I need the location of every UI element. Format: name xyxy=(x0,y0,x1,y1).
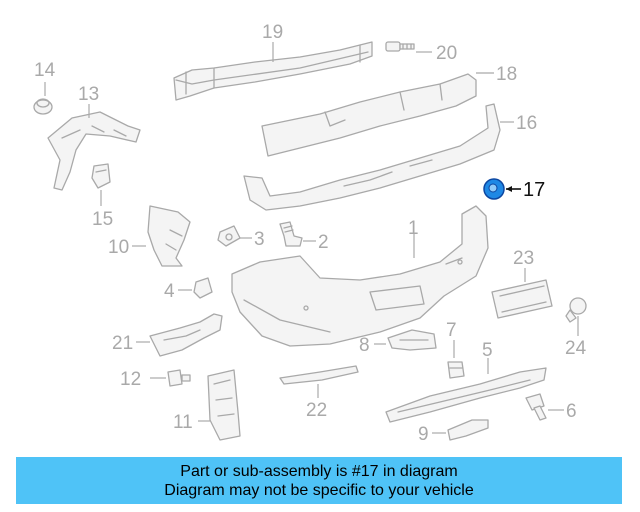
part-20-bolt xyxy=(385,41,415,52)
callout-11: 11 xyxy=(173,412,193,433)
part-10-mudflap xyxy=(147,205,191,267)
part-15-clip xyxy=(91,163,111,189)
part-23-license-bracket xyxy=(491,279,553,319)
part-14-grommet xyxy=(33,98,53,115)
callout-21: 21 xyxy=(112,333,133,354)
callout-18: 18 xyxy=(496,64,517,85)
part-21-support xyxy=(149,313,223,357)
part-3-clip xyxy=(217,225,241,247)
callout-2: 2 xyxy=(318,232,329,253)
callout-12: 12 xyxy=(120,369,141,390)
callout-24: 24 xyxy=(565,338,587,359)
callout-13: 13 xyxy=(78,84,99,105)
callout-4: 4 xyxy=(164,281,175,302)
callout-23: 23 xyxy=(513,248,534,269)
parts-diagram: 19 20 18 14 13 15 16 xyxy=(33,22,587,445)
part-1-bumper-cover xyxy=(231,205,489,347)
part-11-vertical-bracket xyxy=(207,369,241,441)
callout-7: 7 xyxy=(446,320,457,341)
notice-line-2: Diagram may not be specific to your vehi… xyxy=(164,482,474,499)
callout-17: 17 xyxy=(523,179,545,201)
part-6-screw xyxy=(525,393,547,421)
callout-5: 5 xyxy=(482,340,493,361)
part-18-absorber xyxy=(261,73,477,157)
part-9-trim xyxy=(447,419,489,441)
callout-14: 14 xyxy=(34,60,56,81)
callout-20: 20 xyxy=(436,43,457,64)
callout-22: 22 xyxy=(306,400,327,421)
part-8-bracket xyxy=(387,329,437,351)
callout-6: 6 xyxy=(566,401,577,422)
part-13-bracket xyxy=(47,111,141,191)
part-19-reinforcement xyxy=(173,41,373,101)
part-7-clip xyxy=(447,361,465,379)
part-4-clip xyxy=(193,277,213,299)
part-16-guide xyxy=(243,103,501,211)
callout-9: 9 xyxy=(418,424,429,445)
callout-19: 19 xyxy=(262,22,283,43)
callout-16: 16 xyxy=(516,113,537,134)
part-24-sensor xyxy=(565,297,587,323)
part-12-bolt xyxy=(167,369,191,387)
part-22-reflector xyxy=(279,365,359,385)
notice-line-1: Part or sub-assembly is #17 in diagram xyxy=(180,463,458,480)
part-17-nut-highlighted xyxy=(483,178,505,200)
part-5-lower-trim xyxy=(385,367,547,423)
part-2-screw xyxy=(279,221,303,247)
callout-1: 1 xyxy=(408,218,419,239)
callout-10: 10 xyxy=(108,237,129,258)
callout-15: 15 xyxy=(92,209,113,230)
callout-8: 8 xyxy=(359,335,370,356)
info-banner: Part or sub-assembly is #17 in diagram D… xyxy=(16,457,622,504)
callout-3: 3 xyxy=(254,229,265,250)
